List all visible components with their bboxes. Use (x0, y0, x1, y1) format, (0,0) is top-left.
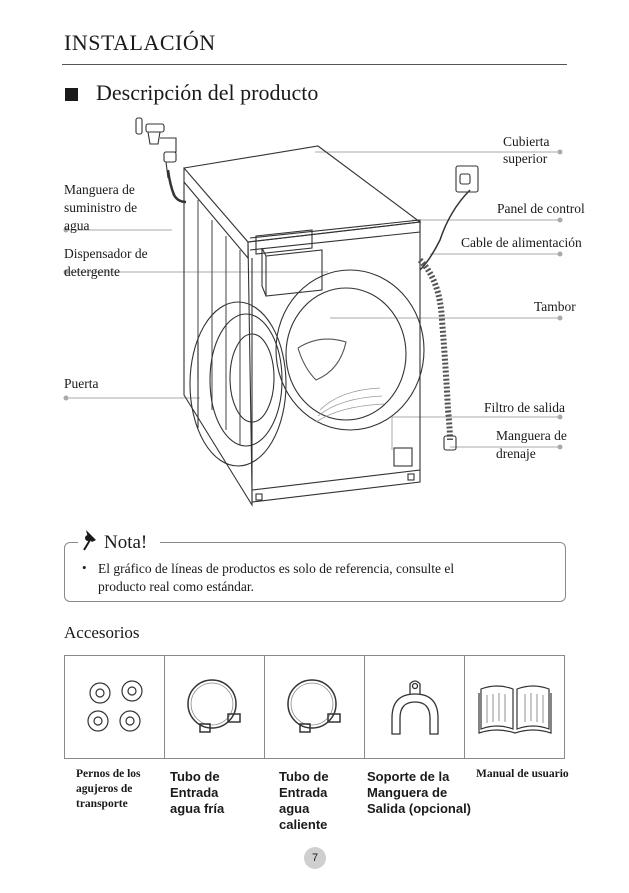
label-drum: Tambor (534, 299, 576, 314)
label-outlet-filter: Filtro de salida (484, 400, 565, 415)
detergent-drawer (265, 249, 323, 297)
supply-hose (166, 169, 187, 204)
label-top-cover-1: Cubierta (503, 134, 550, 149)
caption-bracket: Soporte de la Manguera de Salida (opcion… (367, 769, 472, 816)
note-bullet: • (82, 560, 87, 575)
accessories-grid (64, 655, 565, 759)
caption-hot-hose: Tubo de Entrada agua caliente (279, 769, 329, 832)
label-door: Puerta (64, 376, 99, 391)
accessory-cell-bracket (365, 656, 465, 758)
user-manual-icon (477, 685, 552, 734)
leader-lines (66, 151, 560, 450)
leader-dots (63, 149, 563, 450)
power-cable (419, 189, 471, 271)
caption-cold-hose: Tubo de Entrada agua fría (170, 769, 225, 816)
note-box (64, 542, 566, 602)
note-title: Nota! (104, 532, 148, 553)
power-socket-icon (455, 165, 479, 193)
caption-manual: Manual de usuario (476, 768, 569, 780)
page-number: 7 (304, 847, 326, 869)
side-panel (183, 182, 253, 507)
hot-inlet-hose-icon (286, 679, 341, 733)
top-cover (182, 145, 422, 243)
accessories-title: Accesorios (64, 623, 140, 642)
label-top-cover-2: superior (503, 151, 548, 166)
pushpin-icon (83, 530, 96, 551)
section-square-icon (65, 88, 78, 101)
drum (275, 269, 425, 431)
drain-hose (417, 257, 453, 441)
accessory-cell-cold-hose (165, 656, 265, 758)
label-drain-hose-1: Manguera de (496, 428, 567, 443)
outlet-hose-bracket-icon (390, 680, 439, 735)
label-supply-hose-3: agua (64, 218, 90, 233)
caption-bolts: Pernos de los agujeros de transporte (76, 768, 141, 810)
page-title: INSTALACIÓN (64, 30, 216, 55)
header-rule (62, 64, 567, 65)
section-title: Descripción del producto (96, 80, 319, 105)
cold-inlet-hose-icon (186, 679, 241, 733)
label-control-panel: Panel de control (497, 201, 585, 216)
accessory-cell-manual (465, 656, 564, 758)
note-text: El gráfico de líneas de productos es sol… (98, 561, 455, 594)
label-supply-hose-1: Manguera de (64, 182, 135, 197)
washing-machine-diagram (63, 117, 563, 507)
door (189, 301, 287, 467)
label-detergent-2: detergente (64, 264, 120, 279)
label-detergent-1: Dispensador de (64, 246, 148, 261)
label-power-cable: Cable de alimentación (461, 235, 582, 250)
label-supply-hose-2: suministro de (64, 200, 138, 215)
water-tap-icon (135, 117, 177, 179)
accessory-cell-bolts (65, 656, 165, 758)
label-drain-hose-2: drenaje (496, 446, 536, 461)
accessory-cell-hot-hose (265, 656, 365, 758)
transport-bolts-icon (86, 680, 143, 732)
